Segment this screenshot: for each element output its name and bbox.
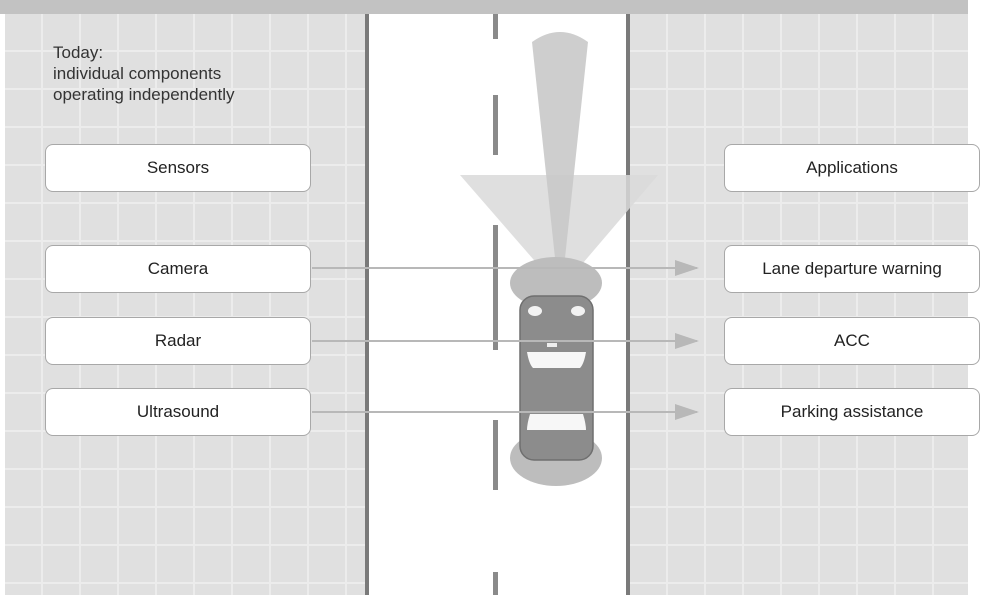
rear-window bbox=[527, 414, 586, 430]
lane-dash bbox=[493, 95, 498, 155]
road-edge-right bbox=[626, 14, 630, 595]
sensor-box-radar: Radar bbox=[45, 317, 311, 365]
application-label: ACC bbox=[834, 331, 870, 350]
application-label: Parking assistance bbox=[780, 402, 924, 421]
lane-dash bbox=[493, 420, 498, 490]
sensor-box-camera: Camera bbox=[45, 245, 311, 293]
camera-mount bbox=[547, 343, 557, 347]
lane-dash bbox=[493, 225, 498, 350]
application-label: Lane departure warning bbox=[762, 259, 942, 278]
windshield bbox=[527, 352, 586, 368]
sensor-box-ultrasound: Ultrasound bbox=[45, 388, 311, 436]
left-panel bbox=[5, 14, 365, 595]
lane-dash bbox=[493, 14, 498, 39]
sensor-label: Radar bbox=[154, 331, 202, 350]
applications-header-box: Applications bbox=[724, 144, 980, 192]
sensor-label: Camera bbox=[147, 259, 209, 278]
sensors-header-box: Sensors bbox=[45, 144, 311, 192]
road-edge-left bbox=[365, 14, 369, 595]
headlight-left bbox=[528, 306, 542, 316]
right-panel bbox=[630, 14, 968, 595]
application-box-acc: ACC bbox=[724, 317, 980, 365]
application-box-parking-assistance: Parking assistance bbox=[724, 388, 980, 436]
top-bar bbox=[0, 0, 968, 14]
applications-header-label: Applications bbox=[806, 158, 898, 177]
sensor-label: Ultrasound bbox=[136, 402, 220, 421]
radar-beam bbox=[532, 32, 588, 305]
sensors-header-label: Sensors bbox=[146, 158, 210, 177]
headlight-right bbox=[571, 306, 585, 316]
lane-dash bbox=[493, 572, 498, 595]
diagram-caption: Today: individual components operating i… bbox=[53, 43, 235, 104]
application-box-lane-departure-warning: Lane departure warning bbox=[724, 245, 980, 293]
